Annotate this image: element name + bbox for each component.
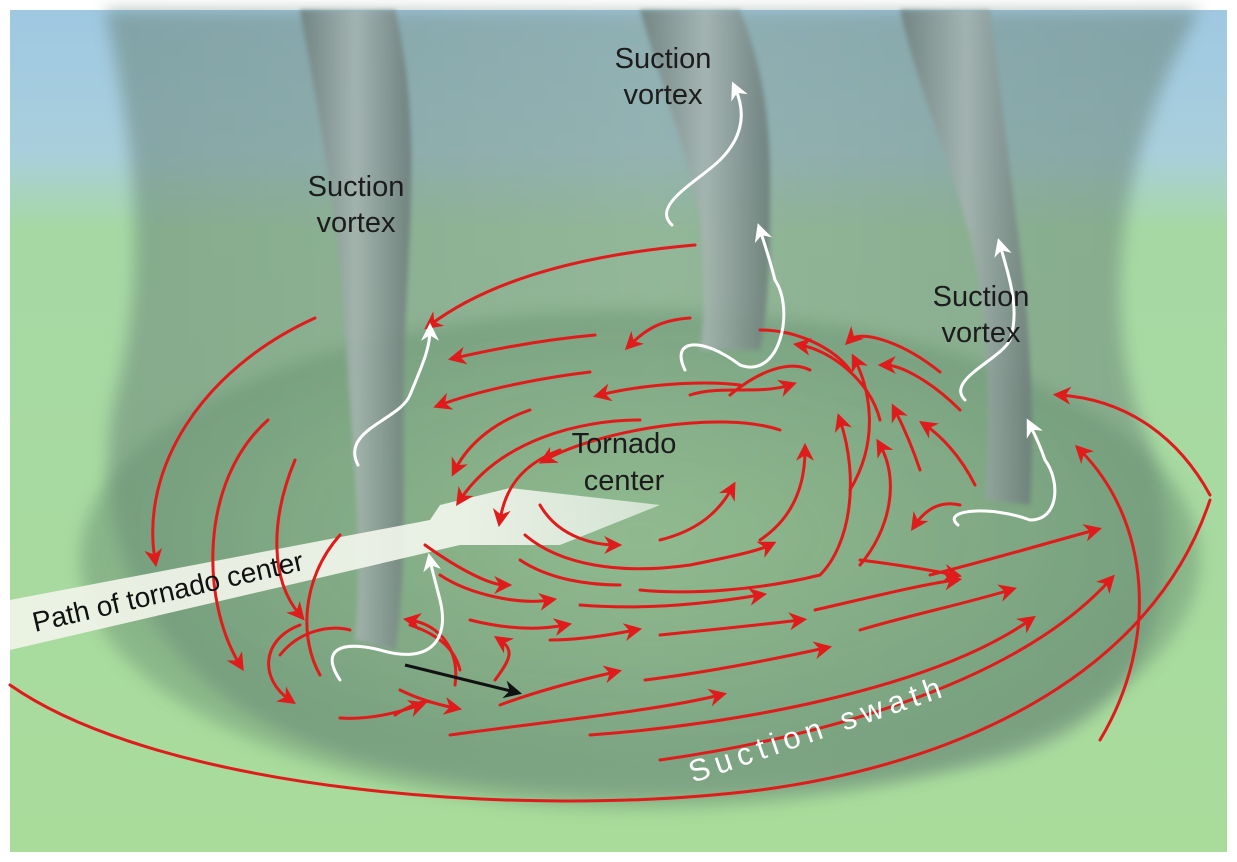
airflow-arrow — [813, 572, 963, 612]
airflow-arrow — [919, 421, 977, 487]
airflow-arrow — [338, 700, 427, 720]
airflow-arrow — [858, 558, 963, 582]
vortex-flow-arrow — [665, 81, 748, 227]
airflow-arrow — [891, 403, 922, 472]
airflow-arrow — [448, 688, 727, 737]
vortex-column-right — [900, 10, 1032, 505]
airflow-arrow — [211, 418, 270, 672]
airflow-arrow — [844, 326, 942, 374]
airflow-arrow — [858, 584, 1017, 632]
airflow-arrow — [523, 533, 777, 571]
suction-vortex-top-label-line2: vortex — [624, 79, 703, 111]
suction-vortex-left-label-line2: vortex — [317, 207, 396, 239]
airflow-arrow — [424, 243, 697, 330]
tornado-center-label-line2: center — [584, 465, 665, 497]
airflow-arrow — [658, 574, 1115, 762]
airflow-arrow — [792, 337, 882, 422]
airflow-arrow — [643, 641, 833, 682]
vortex-flow-arrow — [679, 223, 786, 372]
vortex-motion-arrow — [404, 663, 522, 699]
tornado-center-label-line1: Tornado — [572, 428, 677, 460]
airflow-arrow — [538, 503, 623, 554]
airflow-arrow — [493, 636, 514, 682]
suction-vortex-right-label-line1: Suction — [933, 281, 1030, 313]
airflow-arrow — [433, 370, 592, 410]
airflow-arrow — [548, 623, 643, 642]
airflow-arrow — [911, 502, 962, 531]
airflow-arrow — [393, 700, 432, 717]
airflow-arrow — [267, 623, 302, 704]
airflow-arrow — [498, 665, 623, 707]
airflow-arrows — [8, 243, 1212, 803]
airflow-arrow — [8, 498, 1212, 803]
airflow-arrow — [928, 524, 1102, 577]
airflow-arrow — [758, 328, 852, 372]
vortex-flow-arrow — [353, 322, 439, 467]
airflow-arrow — [858, 438, 894, 567]
airflow-arrow — [638, 413, 852, 594]
airflow-arrow — [588, 615, 1036, 737]
suction-vortex-left-label-line1: Suction — [308, 171, 405, 203]
airflow-arrow — [624, 316, 692, 351]
vortex-flow-arrows — [330, 81, 1057, 682]
airflow-arrow — [728, 364, 812, 397]
vortex-flow-arrow — [330, 552, 444, 682]
airflow-arrow — [447, 333, 597, 365]
vortex-flow-arrow — [952, 418, 1057, 527]
airflow-arrow — [758, 442, 814, 542]
path-band — [10, 488, 660, 650]
airflow-arrow — [144, 316, 317, 568]
airflow-arrow — [423, 543, 513, 594]
airflow-arrow — [848, 353, 871, 492]
airflow-arrow — [538, 420, 782, 464]
suction-vortex-top-label-line1: Suction — [615, 43, 712, 75]
airflow-arrow — [438, 573, 558, 611]
airflow-arrow — [402, 612, 458, 687]
airflow-arrow — [578, 587, 768, 609]
airflow-arrow — [658, 612, 808, 637]
airflow-arrow — [305, 533, 342, 677]
vortex-column-left — [300, 10, 412, 650]
airflow-arrow — [468, 618, 573, 636]
airflow-arrow — [593, 381, 742, 402]
airflow-arrow — [451, 408, 532, 477]
airflow-arrow — [658, 481, 736, 542]
airflow-arrow — [275, 458, 305, 621]
suction-vortex-right-label-line2: vortex — [942, 317, 1021, 349]
airflow-arrow — [1074, 444, 1141, 742]
vortex-flow-arrow — [959, 238, 1016, 402]
airflow-arrow — [278, 626, 352, 657]
airflow-arrow — [688, 379, 797, 397]
airflow-arrow — [456, 418, 642, 506]
airflow-arrow — [518, 558, 622, 587]
airflow-arrow — [877, 356, 962, 412]
airflow-arrow — [1052, 386, 1212, 497]
